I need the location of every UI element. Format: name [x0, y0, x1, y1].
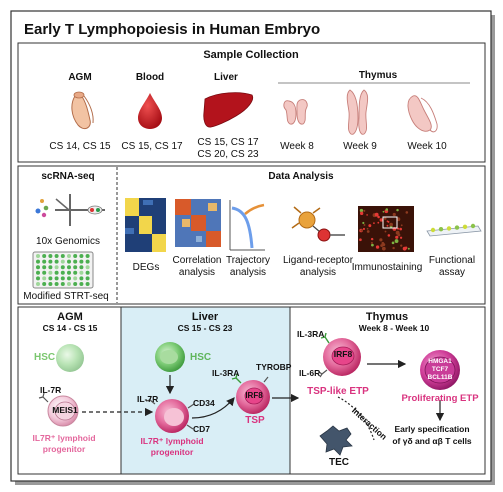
agm-model-title: AGM — [57, 311, 83, 323]
correlation-matrix-icon — [175, 199, 221, 247]
thymus-week10-icon — [407, 95, 438, 133]
trajectory-label-line2: analysis — [229, 267, 267, 278]
degs-heatmap-icon — [125, 198, 166, 252]
liver-model-title: Liver — [191, 311, 219, 323]
data-analysis-heading: Data Analysis — [268, 171, 334, 182]
blood-drop-icon — [138, 93, 162, 129]
tec-cell — [319, 425, 353, 456]
ligand-receptor-label-line1: Ligand-receptor — [282, 255, 354, 266]
strt-seq-label: Modified STRT-seq — [23, 291, 109, 302]
correlation-label-line2: analysis — [178, 267, 216, 278]
tsp-like-etp-label: TSP-like ETP — [307, 386, 369, 397]
agm-tissue-icon — [71, 91, 94, 130]
agm-progenitor-label-line2: progenitor — [42, 444, 86, 454]
agm-il7r-label: IL-7R — [40, 385, 62, 395]
progenitor-to-tsp-arrow — [191, 397, 235, 419]
proliferating-etp-cell — [420, 350, 460, 390]
liver-cd34-label: CD34 — [193, 398, 215, 408]
outcome-label-line1: Early specification — [394, 424, 470, 434]
agm-hsc-cell — [56, 344, 84, 372]
immunostaining-label: Immunostaining — [351, 262, 423, 273]
agm-label: AGM — [68, 72, 92, 83]
agm-hsc-label: HSC — [34, 352, 56, 363]
tsp-tyrobp-label: TYROBP — [256, 362, 292, 372]
microfluidic-chip-icon — [35, 194, 105, 226]
agm-model-stages: CS 14 - CS 15 — [42, 323, 98, 333]
ligand-receptor-icon — [291, 206, 345, 242]
thymus-week8-icon — [283, 99, 308, 125]
liver-tissue-icon — [203, 92, 254, 128]
liver-hsc-label: HSC — [190, 352, 212, 363]
sample-collection-panel — [17, 42, 486, 163]
tsp-il3ra-label: IL-3RA — [212, 368, 240, 378]
etp-il6r-label: IL-6R — [299, 368, 321, 378]
liver-il7r-label: IL-7R — [137, 394, 159, 404]
functional-assay-icon — [426, 223, 482, 237]
thymus-model-title: Thymus — [365, 311, 409, 323]
liver-stages-line1: CS 15, CS 17 — [197, 137, 259, 148]
liver-progenitor-label-line1: IL7R⁺ lymphoid — [140, 436, 204, 446]
tsp-cell — [231, 373, 270, 414]
thymus-week9-label: Week 9 — [343, 141, 377, 152]
agm-stages: CS 14, CS 15 — [49, 141, 111, 152]
etp-irf8-label: IRF8 — [333, 349, 353, 359]
prolif-gene-hmga1: HMGA1 — [428, 358, 452, 365]
sample-collection-heading: Sample Collection — [203, 49, 299, 61]
liver-progenitor-cell — [145, 395, 195, 433]
prolif-gene-bcl11b: BCL11B — [427, 374, 453, 381]
degs-label: DEGs — [132, 262, 160, 273]
thymus-week10-label: Week 10 — [407, 141, 447, 152]
tsp-like-etp-cell — [318, 332, 361, 378]
ligand-receptor-label-line2: analysis — [299, 267, 337, 278]
trajectory-label-line1: Trajectory — [225, 255, 271, 266]
agm-meis1-label: MEIS1 — [52, 405, 78, 415]
liver-progenitor-label-line2: progenitor — [150, 447, 194, 457]
thymus-model-stages: Week 8 - Week 10 — [358, 323, 430, 333]
thymus-model-panel — [289, 306, 486, 475]
interaction-arc — [337, 396, 375, 441]
outcome-label-line2: of γδ and αβ T cells — [392, 436, 472, 446]
thymus-label: Thymus — [358, 70, 398, 81]
correlation-label-line1: Correlation — [172, 255, 222, 266]
functional-assay-label-line2: assay — [438, 267, 466, 278]
liver-label: Liver — [214, 72, 238, 83]
liver-hsc-cell — [155, 342, 185, 372]
etp-il3ra-label: IL-3RA — [297, 329, 325, 339]
blood-stages: CS 15, CS 17 — [121, 141, 183, 152]
analysis-panel — [17, 165, 486, 305]
immunostaining-image — [358, 206, 414, 252]
liver-model-stages: CS 15 - CS 23 — [177, 323, 233, 333]
figure-title: Early T Lymphopoiesis in Human Embryo — [24, 21, 321, 38]
thymus-week8-label: Week 8 — [280, 141, 314, 152]
prolif-gene-tcf7: TCF7 — [431, 366, 449, 373]
thymus-week9-icon — [346, 89, 369, 135]
10x-genomics-label: 10x Genomics — [36, 236, 100, 247]
tsp-label: TSP — [245, 415, 265, 426]
blood-label: Blood — [135, 72, 165, 83]
well-plate-icon — [32, 251, 94, 289]
agm-progenitor-cell — [38, 392, 79, 427]
liver-cd7-label: CD7 — [193, 424, 211, 434]
scrna-heading: scRNA-seq — [41, 171, 95, 182]
liver-stages-line2: CS 20, CS 23 — [197, 149, 259, 160]
tec-label: TEC — [329, 457, 349, 468]
agm-model-panel — [17, 306, 122, 475]
agm-progenitor-label-line1: IL7R⁺ lymphoid — [32, 433, 96, 443]
proliferating-etp-label: Proliferating ETP — [401, 393, 479, 404]
tsp-irf8-label: IRF8 — [245, 391, 263, 400]
trajectory-icon — [229, 200, 265, 251]
functional-assay-label-line1: Functional — [428, 255, 476, 266]
